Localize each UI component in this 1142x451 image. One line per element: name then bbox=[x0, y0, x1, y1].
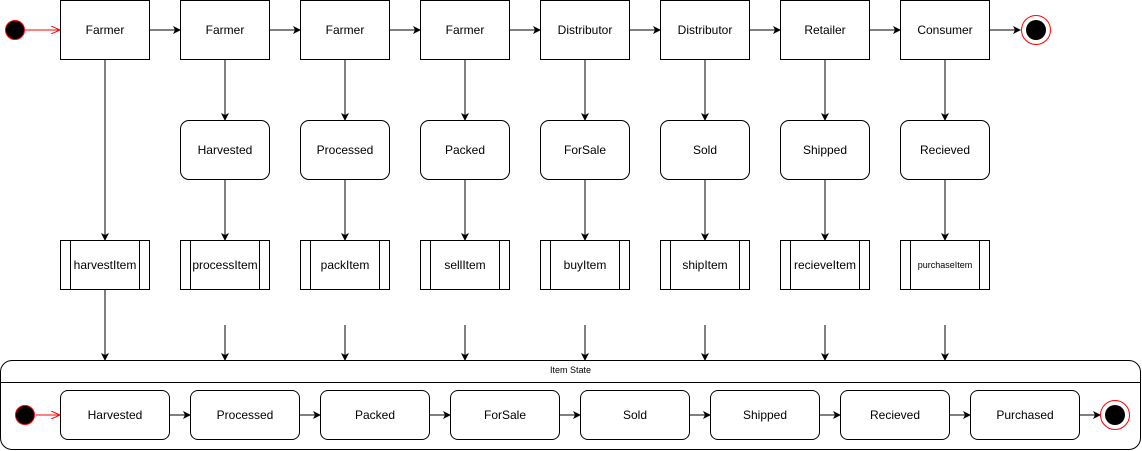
start-node-item-state[interactable] bbox=[15, 405, 35, 425]
state-label: Recieved bbox=[919, 143, 971, 157]
actor-label: Farmer bbox=[85, 23, 125, 37]
function-box[interactable]: purchaseItem bbox=[900, 240, 990, 290]
item-state-box[interactable]: Harvested bbox=[60, 390, 170, 440]
function-box[interactable]: packItem bbox=[300, 240, 390, 290]
state-label: Shipped bbox=[802, 143, 848, 157]
state-box[interactable]: ForSale bbox=[540, 120, 630, 180]
item-state-label: Purchased bbox=[996, 408, 1054, 422]
function-box[interactable]: recieveItem bbox=[780, 240, 870, 290]
actor-label: Farmer bbox=[445, 23, 485, 37]
item-state-box[interactable]: Processed bbox=[190, 390, 300, 440]
item-state-box[interactable]: Recieved bbox=[840, 390, 950, 440]
function-label: processItem bbox=[192, 258, 258, 272]
function-label: harvestItem bbox=[73, 258, 137, 272]
actor-label: Retailer bbox=[804, 23, 846, 37]
function-box[interactable]: buyItem bbox=[540, 240, 630, 290]
item-state-box[interactable]: ForSale bbox=[450, 390, 560, 440]
state-label: Harvested bbox=[197, 143, 253, 157]
item-state-box[interactable]: Shipped bbox=[710, 390, 820, 440]
actor-box[interactable]: Distributor bbox=[660, 0, 750, 60]
item-state-label: Sold bbox=[622, 408, 648, 422]
actor-label: Farmer bbox=[325, 23, 365, 37]
actor-box[interactable]: Distributor bbox=[540, 0, 630, 60]
state-box[interactable]: Sold bbox=[660, 120, 750, 180]
actor-box[interactable]: Farmer bbox=[300, 0, 390, 60]
state-box[interactable]: Recieved bbox=[900, 120, 990, 180]
item-state-label: Shipped bbox=[742, 408, 788, 422]
state-label: Processed bbox=[316, 143, 374, 157]
item-state-label: Processed bbox=[216, 408, 274, 422]
item-state-title: Item State bbox=[549, 365, 592, 375]
actor-box[interactable]: Farmer bbox=[180, 0, 270, 60]
start-node-top[interactable] bbox=[5, 20, 25, 40]
function-label: purchaseItem bbox=[917, 260, 973, 270]
actor-label: Distributor bbox=[557, 23, 613, 37]
column-arrows bbox=[221, 60, 949, 361]
state-box[interactable]: Harvested bbox=[180, 120, 270, 180]
actor-label: Distributor bbox=[677, 23, 733, 37]
item-state-box[interactable]: Sold bbox=[580, 390, 690, 440]
item-state-box[interactable]: Purchased bbox=[970, 390, 1080, 440]
function-box[interactable]: processItem bbox=[180, 240, 270, 290]
function-label: recieveItem bbox=[793, 258, 857, 272]
function-label: packItem bbox=[320, 258, 370, 272]
end-node-item-state[interactable] bbox=[1100, 400, 1130, 430]
actor-box[interactable]: Farmer bbox=[60, 0, 150, 60]
item-state-label: Harvested bbox=[87, 408, 143, 422]
state-label: ForSale bbox=[563, 143, 607, 157]
actor-box[interactable]: Retailer bbox=[780, 0, 870, 60]
end-node-top[interactable] bbox=[1021, 15, 1051, 45]
state-label: Packed bbox=[444, 143, 486, 157]
actor-label: Consumer bbox=[917, 23, 973, 37]
actor-label: Farmer bbox=[205, 23, 245, 37]
function-box[interactable]: shipItem bbox=[660, 240, 750, 290]
function-box[interactable]: harvestItem bbox=[60, 240, 150, 290]
state-box[interactable]: Packed bbox=[420, 120, 510, 180]
function-label: sellItem bbox=[444, 258, 486, 272]
function-box[interactable]: sellItem bbox=[420, 240, 510, 290]
item-state-label: Recieved bbox=[869, 408, 921, 422]
state-box[interactable]: Processed bbox=[300, 120, 390, 180]
actor-box[interactable]: Consumer bbox=[900, 0, 990, 60]
item-state-divider bbox=[1, 382, 1140, 383]
item-state-box[interactable]: Packed bbox=[320, 390, 430, 440]
function-label: shipItem bbox=[682, 258, 728, 272]
state-label: Sold bbox=[692, 143, 718, 157]
actor-box[interactable]: Farmer bbox=[420, 0, 510, 60]
state-box[interactable]: Shipped bbox=[780, 120, 870, 180]
item-state-label: ForSale bbox=[483, 408, 527, 422]
item-state-label: Packed bbox=[354, 408, 396, 422]
function-label: buyItem bbox=[563, 258, 607, 272]
